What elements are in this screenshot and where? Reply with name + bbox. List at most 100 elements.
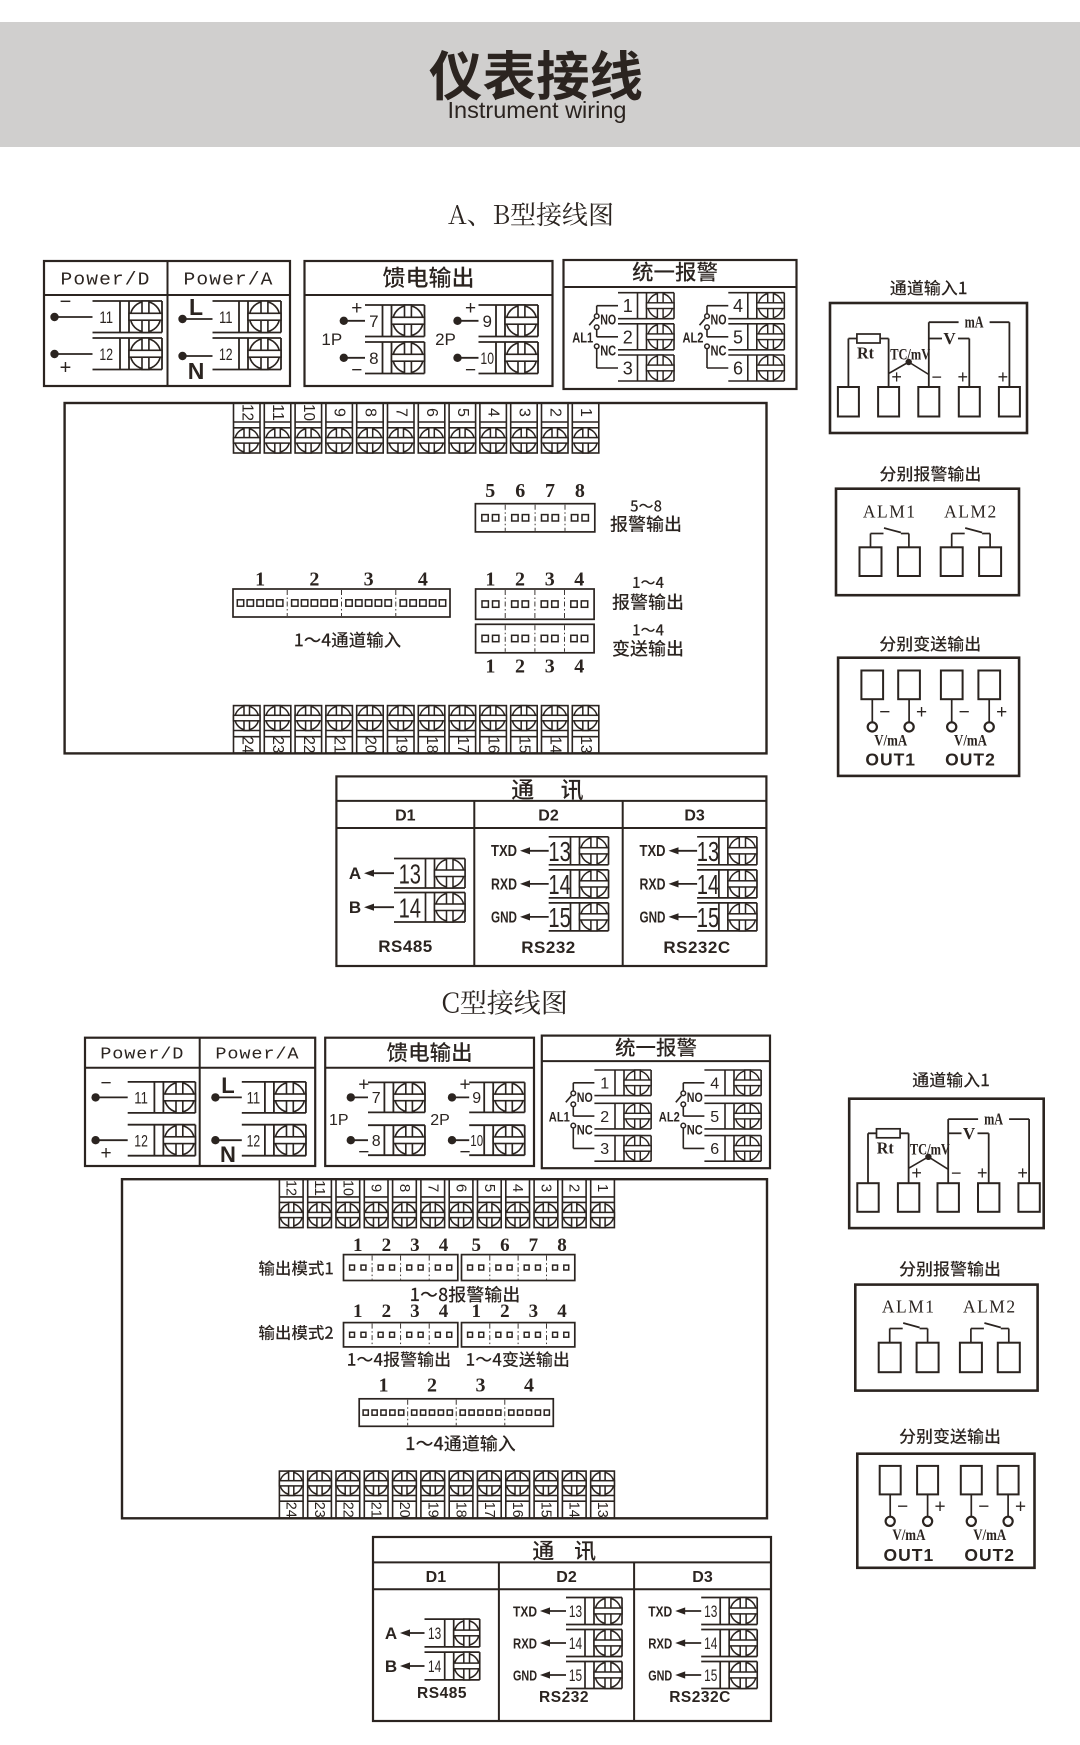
svg-text:10: 10 xyxy=(480,349,494,368)
svg-text:12: 12 xyxy=(219,345,233,364)
svg-text:1: 1 xyxy=(353,1301,363,1322)
svg-text:D1: D1 xyxy=(395,807,416,824)
svg-text:1: 1 xyxy=(600,1076,609,1093)
svg-text:14: 14 xyxy=(399,892,421,923)
svg-text:RS485: RS485 xyxy=(417,1685,467,1702)
svg-text:3: 3 xyxy=(410,1235,420,1256)
svg-text:RS232C: RS232C xyxy=(663,938,730,957)
svg-text:−: − xyxy=(932,367,943,387)
svg-text:A: A xyxy=(349,864,361,883)
svg-text:6: 6 xyxy=(710,1141,719,1158)
svg-text:3: 3 xyxy=(545,656,555,678)
svg-text:−: − xyxy=(459,1142,470,1163)
svg-text:1P: 1P xyxy=(329,1112,349,1129)
svg-text:13: 13 xyxy=(428,1625,441,1643)
svg-text:Power/D: Power/D xyxy=(100,1046,184,1065)
svg-text:12: 12 xyxy=(134,1131,148,1150)
svg-text:3: 3 xyxy=(529,1301,539,1322)
svg-text:+: + xyxy=(977,1163,988,1183)
svg-text:2: 2 xyxy=(515,656,525,678)
svg-text:NO: NO xyxy=(600,313,616,329)
svg-text:14: 14 xyxy=(697,869,719,900)
svg-text:NO: NO xyxy=(577,1089,593,1105)
svg-text:+: + xyxy=(459,1074,470,1095)
svg-text:6: 6 xyxy=(515,480,525,502)
svg-text:+: + xyxy=(935,1496,946,1517)
svg-text:OUT2: OUT2 xyxy=(964,1545,1015,1565)
svg-text:NO: NO xyxy=(687,1089,703,1105)
svg-text:12: 12 xyxy=(99,345,113,364)
svg-text:+: + xyxy=(60,357,72,379)
svg-text:RS232C: RS232C xyxy=(669,1689,731,1706)
svg-text:4: 4 xyxy=(509,1184,526,1192)
svg-text:10: 10 xyxy=(339,1180,356,1196)
svg-text:N: N xyxy=(188,358,205,384)
svg-text:N: N xyxy=(220,1142,236,1167)
svg-text:NO: NO xyxy=(711,313,727,329)
svg-text:+: + xyxy=(1017,1163,1028,1183)
svg-text:Power/A: Power/A xyxy=(215,1046,299,1065)
svg-text:Instrument wiring: Instrument wiring xyxy=(448,97,627,123)
svg-text:OUT1: OUT1 xyxy=(884,1545,935,1565)
svg-text:2: 2 xyxy=(515,569,525,591)
svg-text:18: 18 xyxy=(423,736,440,753)
svg-text:1: 1 xyxy=(379,1375,389,1397)
svg-text:4: 4 xyxy=(485,408,502,417)
svg-text:3: 3 xyxy=(476,1375,486,1397)
svg-text:OUT1: OUT1 xyxy=(865,750,916,770)
svg-text:−: − xyxy=(959,702,970,723)
svg-text:13: 13 xyxy=(697,836,719,867)
svg-text:8: 8 xyxy=(369,349,378,368)
svg-text:2: 2 xyxy=(500,1301,510,1322)
svg-text:8: 8 xyxy=(361,408,378,417)
svg-text:9: 9 xyxy=(368,1184,385,1192)
svg-text:−: − xyxy=(100,1073,111,1094)
svg-text:7: 7 xyxy=(545,480,555,502)
svg-text:Rt: Rt xyxy=(877,1138,894,1157)
svg-text:24: 24 xyxy=(283,1502,300,1518)
svg-text:AL2: AL2 xyxy=(683,330,704,346)
svg-text:1: 1 xyxy=(577,408,594,417)
svg-text:+: + xyxy=(958,367,969,387)
svg-text:−: − xyxy=(358,1142,369,1163)
svg-text:2: 2 xyxy=(382,1235,392,1256)
svg-text:V/mA: V/mA xyxy=(973,1527,1007,1544)
svg-text:V/mA: V/mA xyxy=(892,1527,926,1544)
svg-text:TXD: TXD xyxy=(513,1603,537,1620)
svg-text:1: 1 xyxy=(623,296,633,316)
svg-text:9: 9 xyxy=(482,312,491,331)
svg-text:6: 6 xyxy=(423,408,440,417)
svg-text:1: 1 xyxy=(472,1301,482,1322)
svg-text:+: + xyxy=(100,1143,111,1164)
svg-text:2: 2 xyxy=(309,569,319,591)
svg-text:15: 15 xyxy=(516,736,533,753)
svg-text:15: 15 xyxy=(697,902,719,933)
svg-text:9: 9 xyxy=(472,1090,481,1107)
svg-text:7: 7 xyxy=(529,1235,539,1256)
svg-text:V/mA: V/mA xyxy=(874,733,908,750)
svg-text:3: 3 xyxy=(545,569,555,591)
svg-text:14: 14 xyxy=(566,1502,583,1518)
svg-text:+: + xyxy=(911,1163,922,1183)
svg-text:ALM2: ALM2 xyxy=(963,1297,1017,1317)
svg-text:AL1: AL1 xyxy=(572,330,593,346)
svg-text:RS232: RS232 xyxy=(521,938,575,957)
svg-text:14: 14 xyxy=(569,1635,582,1653)
svg-text:5: 5 xyxy=(733,327,743,347)
svg-text:7: 7 xyxy=(369,312,378,331)
svg-text:14: 14 xyxy=(704,1635,717,1653)
svg-text:11: 11 xyxy=(219,308,233,327)
svg-text:+: + xyxy=(996,702,1007,723)
svg-text:23: 23 xyxy=(311,1502,328,1518)
svg-text:13: 13 xyxy=(569,1603,582,1621)
svg-text:8: 8 xyxy=(557,1235,567,1256)
svg-text:24: 24 xyxy=(238,736,255,753)
svg-text:2: 2 xyxy=(600,1109,609,1126)
svg-text:5: 5 xyxy=(481,1184,498,1192)
svg-text:OUT2: OUT2 xyxy=(945,750,996,770)
svg-text:14: 14 xyxy=(428,1658,441,1676)
svg-text:L: L xyxy=(189,294,203,320)
svg-text:TC/mV: TC/mV xyxy=(910,1141,950,1158)
svg-text:12: 12 xyxy=(247,1131,261,1150)
svg-text:NC: NC xyxy=(600,343,616,359)
